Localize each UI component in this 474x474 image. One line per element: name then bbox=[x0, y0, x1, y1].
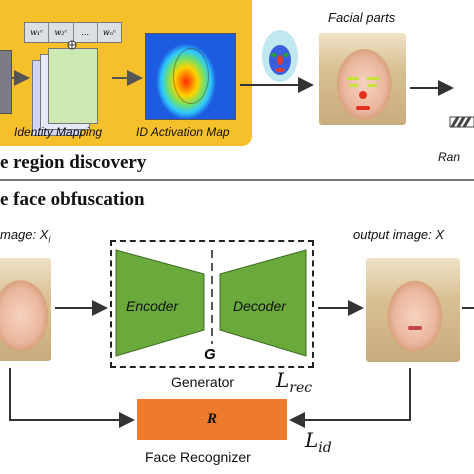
l-rec-main: L bbox=[276, 368, 290, 392]
reconstruction-loss-label: Lrec bbox=[276, 368, 312, 396]
output-face-photo bbox=[366, 258, 460, 362]
input-image-label: mage: Xi bbox=[0, 227, 50, 245]
bottom-connectors bbox=[9, 300, 474, 428]
weight-cell-1: w₁ᶜ bbox=[25, 23, 50, 42]
l-id-main: L bbox=[305, 428, 319, 452]
face-part-mask bbox=[262, 30, 298, 82]
face-recognizer-label: Face Recognizer bbox=[145, 449, 251, 465]
nose-highlight bbox=[359, 91, 367, 99]
l-id-sub: id bbox=[318, 440, 332, 456]
weight-vector-bar: w₁ᶜ w₂ᶜ … wₙᶜ bbox=[24, 22, 122, 43]
encoder-decoder-graphic bbox=[115, 249, 307, 357]
eye-highlight-left bbox=[349, 84, 358, 87]
eyebrow-highlight-left bbox=[347, 77, 359, 80]
eye-highlight-right bbox=[368, 84, 377, 87]
top-connectors bbox=[11, 40, 474, 128]
encoder-label: Encoder bbox=[126, 298, 179, 314]
input-image-label-text: mage: X bbox=[0, 227, 49, 242]
id-activation-map-label: ID Activation Map bbox=[136, 125, 230, 139]
facial-parts-label: Facial parts bbox=[328, 10, 396, 25]
mouth-highlight bbox=[356, 106, 370, 110]
eyebrow-highlight-right bbox=[367, 77, 379, 80]
weight-cell-2: w₂ᶜ bbox=[49, 23, 74, 42]
identity-loss-label: Lid bbox=[305, 428, 332, 456]
weight-cell-n: wₙᶜ bbox=[102, 28, 116, 37]
id-activation-heatmap bbox=[145, 33, 236, 120]
section-divider bbox=[0, 179, 474, 181]
output-image-label: output image: X bbox=[353, 227, 445, 242]
generator-g-label: G bbox=[204, 346, 216, 363]
facial-parts-photo bbox=[319, 33, 406, 125]
output-lips bbox=[408, 326, 422, 330]
weight-cell-ellipsis: … bbox=[74, 23, 98, 42]
l-rec-sub: rec bbox=[289, 380, 313, 396]
decoder-shape bbox=[219, 249, 307, 357]
input-face-photo bbox=[0, 258, 51, 361]
encoder-shape bbox=[115, 249, 205, 357]
decoder-label: Decoder bbox=[233, 298, 286, 314]
discovery-section-title: e region discovery bbox=[0, 152, 147, 173]
input-image-subscript: i bbox=[48, 234, 51, 245]
rank-label: Ran bbox=[438, 150, 461, 164]
feature-block bbox=[0, 50, 12, 114]
heatmap-face-outline bbox=[173, 48, 209, 104]
identity-mapping-label: Identity Mapping bbox=[14, 125, 103, 139]
obfuscation-section-title: e face obfuscation bbox=[0, 189, 145, 210]
face-recognizer-box: R bbox=[137, 399, 287, 440]
generator-label: Generator bbox=[171, 374, 235, 390]
